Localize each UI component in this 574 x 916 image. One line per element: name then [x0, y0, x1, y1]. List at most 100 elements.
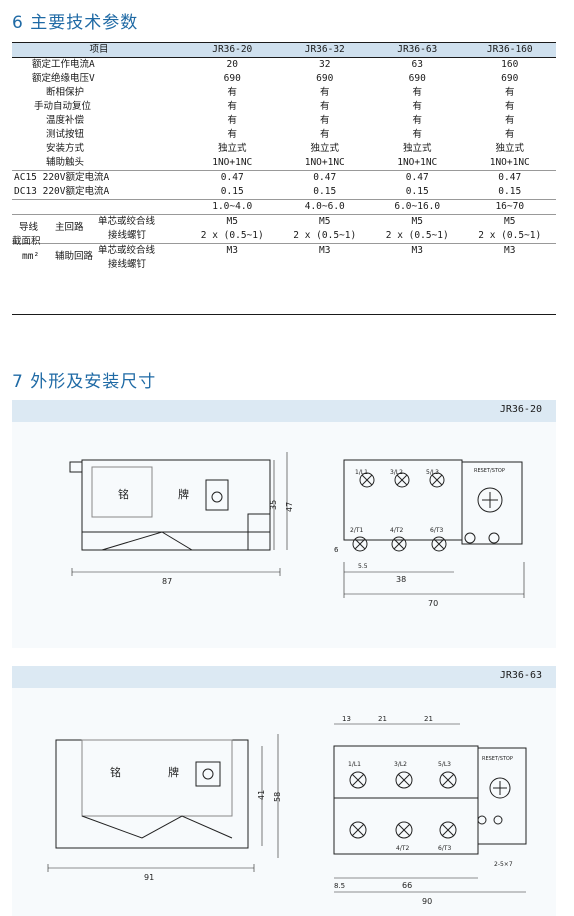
- cell: 独立式: [310, 143, 339, 154]
- model-band-1: JR36-20: [12, 400, 556, 422]
- cell: 有: [227, 101, 237, 112]
- table-row: 额定绝缘电压V 690 690 690 690: [12, 72, 556, 86]
- row-label: 接线螺钉: [12, 258, 186, 272]
- spec-table: 项目 JR36-20 JR36-32 JR36-63 JR36-160 额定工作…: [12, 42, 556, 272]
- sub-screw-label: 接线螺钉: [108, 259, 147, 270]
- cell: 2 x (0.5~1): [186, 229, 279, 244]
- model-label: JR36-63: [499, 670, 542, 681]
- cell: 1NO+1NC: [278, 156, 371, 171]
- table-row: 断相保护 有 有 有 有: [12, 86, 556, 100]
- cell: 有: [504, 101, 515, 112]
- nameplate-char: 牌: [178, 487, 189, 501]
- table-row: 手动自动复位 有 有 有 有: [12, 100, 556, 114]
- dim-pitch-a: 6: [334, 546, 339, 554]
- cell: 0.47: [498, 172, 522, 183]
- row-label: 截面积 接线螺钉: [12, 229, 186, 247]
- table-row: 温度补偿 有 有 有 有: [12, 114, 556, 128]
- table-row: 截面积 接线螺钉 2 x (0.5~1) 2 x (0.5~1) 2 x (0.…: [12, 229, 556, 247]
- cell: M5: [411, 216, 423, 227]
- row-label: mm² 辅助回路 单芯或绞合线: [12, 244, 186, 262]
- dim-front-width: 90: [422, 897, 432, 906]
- reset-stop-label: RESET/STOP: [482, 756, 513, 762]
- cell: M3: [411, 245, 423, 256]
- cell: 32: [319, 59, 331, 70]
- front-view: [343, 459, 525, 598]
- dim-mount: 66: [402, 881, 412, 890]
- table-row: DC13 220V额定电流A 0.15 0.15 0.15 0.15: [12, 185, 556, 200]
- cell: 2 x (0.5~1): [463, 229, 556, 244]
- terminal-label: 5/L3: [426, 469, 439, 476]
- cell: 有: [504, 129, 515, 140]
- cell: 有: [319, 87, 330, 98]
- table-row: mm² 辅助回路 单芯或绞合线 M3 M3 M3 M3: [12, 244, 556, 262]
- terminal-label: 2/T1: [350, 527, 364, 534]
- sub-core-label: 单芯或绞合线: [98, 216, 156, 227]
- side-view: [69, 452, 288, 576]
- sub-core-label: 单芯或绞合线: [98, 245, 156, 256]
- cell: 2 x (0.5~1): [278, 229, 371, 244]
- diagram-panel-2: [12, 666, 556, 916]
- cell: 有: [227, 115, 237, 126]
- table-row: 辅助触头 1NO+1NC 1NO+1NC 1NO+1NC 1NO+1NC: [12, 156, 556, 171]
- cell: 690: [501, 73, 519, 84]
- dim-screw: 2-5×7: [494, 861, 513, 868]
- terminal-label: 1/L1: [355, 469, 368, 476]
- model-band-2: JR36-63: [12, 666, 556, 688]
- cell: M3: [319, 245, 331, 256]
- section-7-title: 7 外形及安装尺寸: [12, 372, 157, 392]
- dim-h1: 35: [269, 500, 278, 510]
- cell: 2 x (0.5~1): [371, 229, 464, 244]
- cell: 1NO+1NC: [186, 156, 279, 171]
- row-label: 额定绝缘电压V: [32, 73, 95, 84]
- cell: 63: [411, 59, 423, 70]
- terminal-label: 3/L2: [394, 761, 407, 768]
- row-label: AC15 220V额定电流A: [14, 172, 110, 183]
- row-label: 额定工作电流A: [32, 59, 95, 70]
- dim-h2: 47: [285, 502, 294, 512]
- dim-front-width: 70: [428, 599, 438, 608]
- terminal-label: 6/T3: [438, 845, 452, 852]
- cell: 1.0~4.0: [186, 199, 279, 215]
- terminal-label: 6/T3: [430, 527, 444, 534]
- cell: 有: [227, 87, 237, 98]
- row-label: 导线 主回路 单芯或绞合线: [12, 215, 186, 233]
- terminal-label: 1/L1: [348, 761, 361, 768]
- diagram-panel-1: [12, 400, 556, 648]
- group-label-a: 导线: [19, 222, 39, 233]
- cell: M5: [319, 216, 331, 227]
- cell: 有: [412, 101, 422, 112]
- main-circuit-label: 主回路: [55, 222, 84, 233]
- header-item: 项目: [12, 42, 186, 58]
- cell: 6.0~16.0: [371, 199, 464, 215]
- group-label-b: 截面积: [12, 236, 41, 247]
- table-row: AC15 220V额定电流A 0.47 0.47 0.47 0.47: [12, 171, 556, 186]
- cell: 4.0~6.0: [278, 199, 371, 215]
- model-label: JR36-20: [499, 404, 542, 415]
- row-label: DC13 220V额定电流A: [12, 185, 186, 200]
- row-label: 温度补偿: [46, 115, 85, 126]
- nameplate-window: [205, 479, 229, 511]
- row-label: 测试按钮: [46, 129, 85, 140]
- dim-width: 87: [162, 577, 172, 586]
- cell: 独立式: [495, 143, 524, 154]
- table-header: 项目 JR36-20 JR36-32 JR36-63 JR36-160: [12, 42, 556, 58]
- header-col: JR36-20: [186, 42, 279, 58]
- cell: 有: [504, 87, 515, 98]
- side-view: [47, 734, 279, 872]
- cell: 0.47: [220, 172, 244, 183]
- terminal-label: 4/T2: [396, 845, 410, 852]
- cell: 有: [227, 129, 237, 140]
- dim-spacing: 21: [378, 715, 387, 723]
- cell: 20: [226, 59, 238, 70]
- row-label: 安装方式: [46, 143, 85, 154]
- nameplate-char: 铭: [118, 487, 129, 501]
- cell: M5: [504, 216, 516, 227]
- aux-circuit-label: 辅助回路: [55, 251, 94, 262]
- sub-screw-label: 接线螺钉: [108, 230, 147, 241]
- group-label-c: mm²: [22, 251, 40, 262]
- dim-mount: 38: [396, 575, 406, 584]
- cell: 独立式: [217, 143, 247, 154]
- terminal-label: 4/T2: [390, 527, 404, 534]
- table-bottom-rule: [12, 314, 556, 315]
- cell: 有: [412, 87, 422, 98]
